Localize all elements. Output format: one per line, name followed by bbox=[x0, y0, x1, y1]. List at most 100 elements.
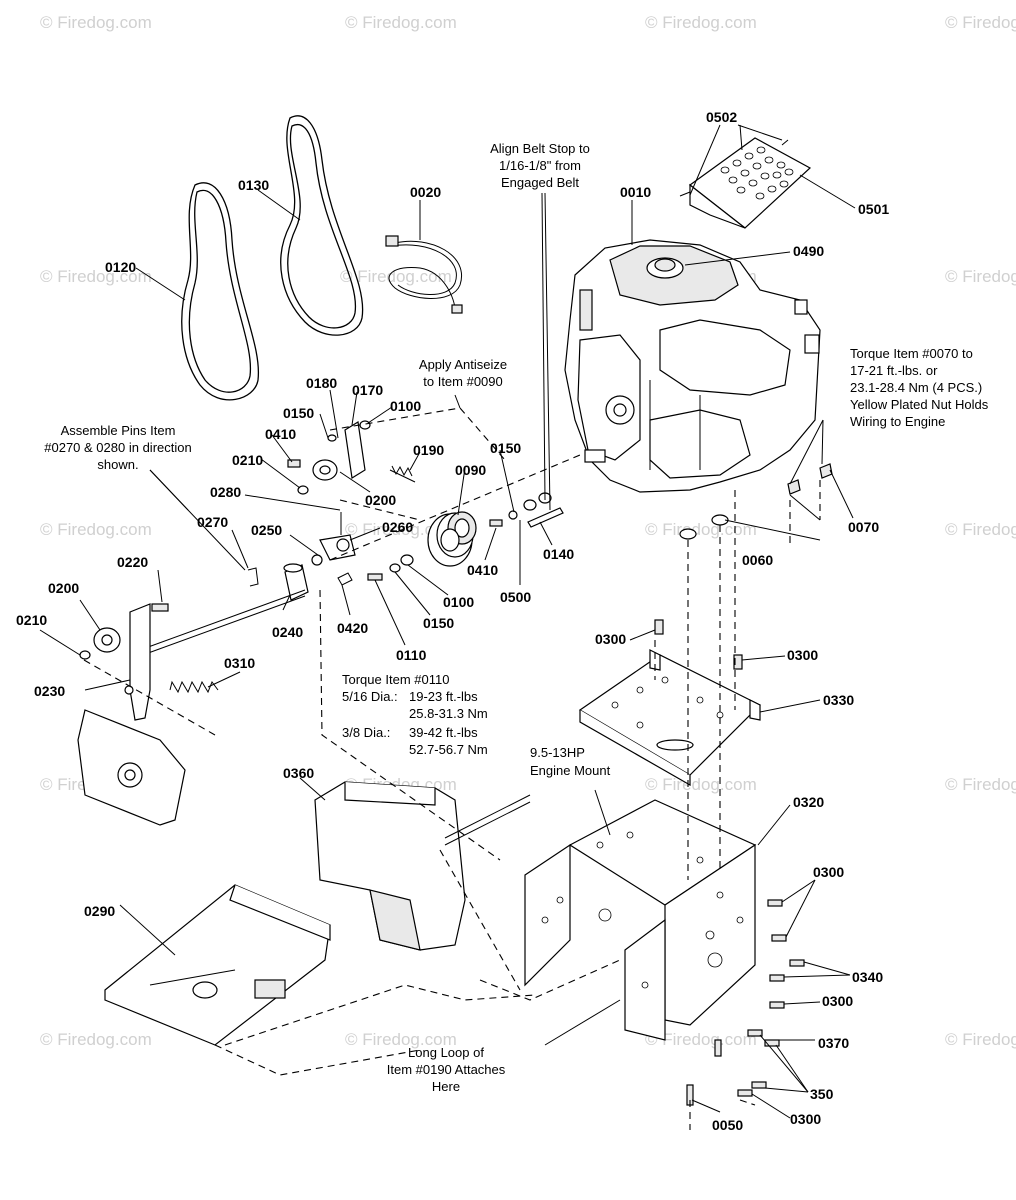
callout-0300: 0300 bbox=[595, 631, 626, 647]
svg-text:52.7-56.7 Nm: 52.7-56.7 Nm bbox=[409, 742, 488, 757]
callout-0300: 0300 bbox=[822, 993, 853, 1009]
note-align-belt: Align Belt Stop to 1/16-1/8" from Engage… bbox=[490, 141, 590, 190]
callout-0320: 0320 bbox=[793, 794, 824, 810]
watermark: © Firedog.com bbox=[645, 520, 757, 539]
callout-0150: 0150 bbox=[423, 615, 454, 631]
note-torque-0110: Torque Item #0110 5/16 Dia.: 19-23 ft.-l… bbox=[342, 672, 488, 757]
engine-0010 bbox=[564, 239, 821, 493]
watermark: © Firedog.com bbox=[945, 775, 1016, 794]
note-engine-mount: 9.5-13HP Engine Mount bbox=[530, 745, 611, 778]
belt-0120 bbox=[181, 182, 260, 401]
svg-text:3/8 Dia.:: 3/8 Dia.: bbox=[342, 725, 390, 740]
svg-text:to Item #0090: to Item #0090 bbox=[423, 374, 503, 389]
callout-0050: 0050 bbox=[712, 1117, 743, 1133]
svg-text:Apply Antiseize: Apply Antiseize bbox=[419, 357, 507, 372]
svg-text:Item #0190 Attaches: Item #0190 Attaches bbox=[387, 1062, 506, 1077]
callout-0100: 0100 bbox=[390, 398, 421, 414]
idler-arm-assembly bbox=[77, 567, 306, 826]
svg-text:Yellow Plated Nut Holds: Yellow Plated Nut Holds bbox=[850, 397, 989, 412]
pulley-0090 bbox=[427, 511, 477, 567]
svg-text:Assemble Pins Item: Assemble Pins Item bbox=[61, 423, 176, 438]
svg-text:17-21 ft.-lbs. or: 17-21 ft.-lbs. or bbox=[850, 363, 938, 378]
callout-0260: 0260 bbox=[382, 519, 413, 535]
watermark: © Firedog.com bbox=[40, 13, 152, 32]
assembly-lines bbox=[83, 407, 821, 1130]
engine-mount-plate-0330 bbox=[578, 649, 762, 787]
callout-0220: 0220 bbox=[117, 554, 148, 570]
callout-0140: 0140 bbox=[543, 546, 574, 562]
callout-0310: 0310 bbox=[224, 655, 255, 671]
watermark: © Firedog.com bbox=[345, 1030, 457, 1049]
callout-0060: 0060 bbox=[742, 552, 773, 568]
callout-0190: 0190 bbox=[413, 442, 444, 458]
callout-0490: 0490 bbox=[793, 243, 824, 259]
svg-text:#0270 & 0280 in direction: #0270 & 0280 in direction bbox=[44, 440, 191, 455]
svg-text:19-23 ft.-lbs: 19-23 ft.-lbs bbox=[409, 689, 478, 704]
svg-text:9.5-13HP: 9.5-13HP bbox=[530, 745, 585, 760]
svg-text:Engaged Belt: Engaged Belt bbox=[501, 175, 579, 190]
hardware-fasteners bbox=[283, 420, 833, 670]
callout-0120: 0120 bbox=[105, 259, 136, 275]
callout-0330: 0330 bbox=[823, 692, 854, 708]
callout-0210: 0210 bbox=[16, 612, 47, 628]
svg-text:Engine Mount: Engine Mount bbox=[530, 763, 611, 778]
watermark: © Firedog.com bbox=[945, 267, 1016, 286]
callout-0300: 0300 bbox=[813, 864, 844, 880]
callout-0300: 0300 bbox=[790, 1111, 821, 1127]
frame-bolts bbox=[686, 899, 805, 1106]
svg-text:Long Loop of: Long Loop of bbox=[408, 1045, 484, 1060]
callout-0230: 0230 bbox=[34, 683, 65, 699]
svg-text:Here: Here bbox=[432, 1079, 460, 1094]
wire-harness-0020 bbox=[385, 235, 463, 314]
callout-0070: 0070 bbox=[848, 519, 879, 535]
callout-0240: 0240 bbox=[272, 624, 303, 640]
watermark: © Firedog.com bbox=[645, 775, 757, 794]
callout-0501: 0501 bbox=[858, 201, 889, 217]
watermark: © Firedog.com bbox=[40, 1030, 152, 1049]
callout-0502: 0502 bbox=[706, 109, 737, 125]
callout-0360: 0360 bbox=[283, 765, 314, 781]
callout-0500: 0500 bbox=[500, 589, 531, 605]
callout-0210: 0210 bbox=[232, 452, 263, 468]
callout-0090: 0090 bbox=[455, 462, 486, 478]
svg-text:Torque Item #0070 to: Torque Item #0070 to bbox=[850, 346, 973, 361]
part-callouts: 0502 0501 0010 0490 0020 0130 0120 0180 … bbox=[16, 109, 889, 1133]
svg-text:39-42 ft.-lbs: 39-42 ft.-lbs bbox=[409, 725, 478, 740]
svg-text:25.8-31.3 Nm: 25.8-31.3 Nm bbox=[409, 706, 488, 721]
callout-0370: 0370 bbox=[818, 1035, 849, 1051]
skid-plate-0290 bbox=[104, 884, 331, 1046]
callout-0420: 0420 bbox=[337, 620, 368, 636]
svg-text:5/16 Dia.:: 5/16 Dia.: bbox=[342, 689, 398, 704]
chute-0360 bbox=[314, 781, 531, 951]
callout-0170: 0170 bbox=[352, 382, 383, 398]
callout-0150: 0150 bbox=[283, 405, 314, 421]
watermark: © Firedog.com bbox=[645, 13, 757, 32]
callout-0110: 0110 bbox=[396, 647, 427, 663]
callout-0270: 0270 bbox=[197, 514, 228, 530]
callout-0300: 0300 bbox=[787, 647, 818, 663]
callout-0250: 0250 bbox=[251, 522, 282, 538]
svg-text:Torque Item #0110: Torque Item #0110 bbox=[342, 672, 449, 687]
callout-0150: 0150 bbox=[490, 440, 521, 456]
watermark: © Firedog.com bbox=[40, 267, 152, 286]
svg-text:shown.: shown. bbox=[97, 457, 138, 472]
watermark: © Firedog.com bbox=[945, 520, 1016, 539]
note-assemble-pins: Assemble Pins Item #0270 & 0280 in direc… bbox=[44, 423, 191, 472]
callout-0200: 0200 bbox=[365, 492, 396, 508]
callout-0290: 0290 bbox=[84, 903, 115, 919]
watermark: © Firedog.com bbox=[945, 1030, 1016, 1049]
callout-0130: 0130 bbox=[238, 177, 269, 193]
callout-0180: 0180 bbox=[306, 375, 337, 391]
callout-0020: 0020 bbox=[410, 184, 441, 200]
watermark: © Firedog.com bbox=[945, 13, 1016, 32]
note-long-loop: Long Loop of Item #0190 Attaches Here bbox=[387, 1045, 506, 1094]
callout-0280: 0280 bbox=[210, 484, 241, 500]
svg-text:1/16-1/8" from: 1/16-1/8" from bbox=[499, 158, 581, 173]
leader-lines bbox=[39, 124, 856, 1119]
frame-0320 bbox=[524, 799, 757, 1041]
svg-text:Align Belt Stop to: Align Belt Stop to bbox=[490, 141, 590, 156]
note-torque-0070: Torque Item #0070 to 17-21 ft.-lbs. or 2… bbox=[850, 346, 989, 429]
callout-350: 350 bbox=[810, 1086, 834, 1102]
watermark: © Firedog.com bbox=[645, 1030, 757, 1049]
